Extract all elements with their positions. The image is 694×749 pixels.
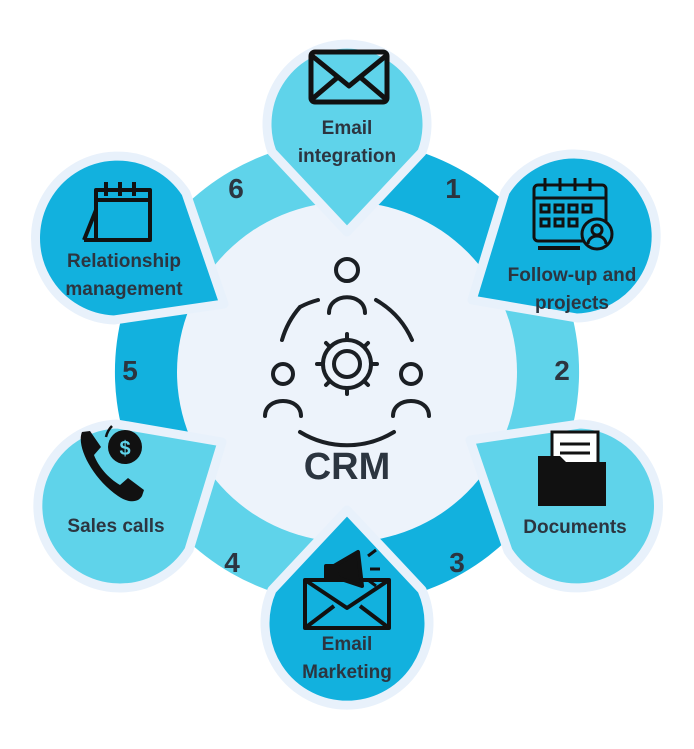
calendar-icon: [82, 182, 152, 242]
step-1-line2: integration: [297, 146, 397, 167]
step-1-label: Email integration: [274, 115, 420, 171]
step-4-line1: Email: [321, 634, 373, 655]
center-disc: [177, 202, 517, 542]
step-6-line2: management: [65, 279, 183, 300]
step-2-label: Follow-up and projects: [492, 262, 652, 318]
step-3-label: Documents: [505, 514, 645, 542]
team-gear-icon: [263, 257, 431, 448]
petal-follow-up: [467, 149, 661, 323]
step-number-5: 5: [122, 355, 138, 386]
step-1-line1: Email: [321, 118, 373, 139]
step-number-6: 6: [228, 173, 244, 204]
phone-dollar-icon: $: [80, 425, 144, 502]
step-4-line2: Marketing: [302, 662, 392, 683]
step-number-4: 4: [224, 547, 240, 578]
step-2-line1: Follow-up and: [507, 265, 637, 286]
folder-documents-icon: [538, 430, 606, 506]
center-title: CRM: [303, 446, 391, 488]
envelope-icon: [308, 49, 390, 105]
step-2-line2: projects: [535, 293, 609, 314]
step-number-3: 3: [449, 547, 465, 578]
step-number-1: 1: [445, 173, 461, 204]
step-6-label: Relationship management: [44, 248, 204, 304]
svg-text:$: $: [119, 438, 130, 460]
step-5-label: Sales calls: [46, 513, 186, 541]
step-number-2: 2: [554, 355, 570, 386]
petal-sales-calls: [33, 419, 227, 593]
step-4-label: Email Marketing: [274, 631, 420, 687]
step-5-line1: Sales calls: [67, 516, 165, 537]
step-3-line1: Documents: [523, 517, 627, 538]
calendar-user-icon: [532, 178, 614, 251]
envelope-megaphone-icon: [303, 548, 391, 630]
step-6-line1: Relationship: [66, 251, 181, 272]
